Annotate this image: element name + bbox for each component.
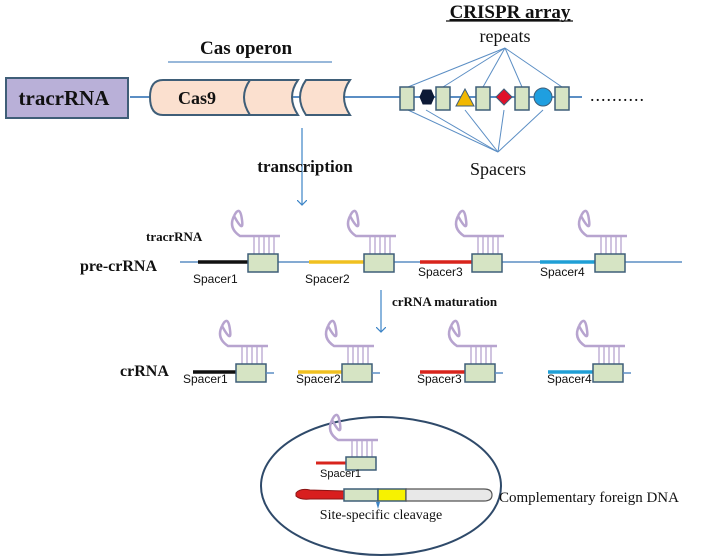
cleavage-spacer-label: Spacer1 <box>320 468 361 480</box>
maturation-step: crRNA maturation <box>381 290 498 332</box>
spacer3-label: Spacer3 <box>417 372 462 386</box>
repeat-box <box>594 253 626 273</box>
spacer-hexagon <box>419 89 435 105</box>
spacer3-label: Spacer3 <box>418 265 463 279</box>
cleavage-site-marker <box>376 502 380 509</box>
transcription-step: transcription <box>257 128 353 205</box>
spacer-connectors <box>407 109 544 153</box>
repeat-box <box>464 363 496 383</box>
tracrrna-hairpin <box>324 319 374 364</box>
spacer2-label: Spacer2 <box>305 272 350 286</box>
tracrrna-hairpin <box>575 319 625 364</box>
spacers-label: Spacers <box>470 159 526 179</box>
repeats-label: repeats <box>480 26 531 46</box>
cas-gene-3 <box>299 79 352 116</box>
repeat-connectors <box>407 47 563 88</box>
crispr-array-title: CRISPR array <box>450 2 571 23</box>
tracrrna-hairpin <box>218 319 268 364</box>
spacer-triangle <box>455 87 475 107</box>
repeat-box <box>399 86 415 111</box>
spacer2-label: Spacer2 <box>296 372 341 386</box>
cas9-label: Cas9 <box>178 88 216 108</box>
maturation-label: crRNA maturation <box>392 294 498 309</box>
spacer-diamond <box>495 88 513 106</box>
repeat-box <box>554 86 570 111</box>
cleavage-panel: Spacer1 Site-specific cleavage Complemen… <box>260 413 679 556</box>
repeat-box <box>435 86 451 111</box>
crispr-locus: tracrRNA Cas operon Cas9 CRISPR array re… <box>5 2 645 179</box>
repeat-box <box>475 86 491 111</box>
cleavage-site-label: Site-specific cleavage <box>320 508 442 523</box>
tracrrna-hairpin <box>454 209 504 254</box>
cas-gene-2 <box>243 79 300 116</box>
tracrrna-hairpin <box>328 413 378 458</box>
foreign-dna-yellow <box>377 488 407 502</box>
tracrrna-label: tracrRNA <box>19 86 111 110</box>
spacer4-label: Spacer4 <box>547 372 592 386</box>
repeat-box <box>471 253 503 273</box>
foreign-dna-label: Complementary foreign DNA <box>499 490 679 506</box>
crrna-label: crRNA <box>120 363 169 380</box>
foreign-dna-red <box>295 488 345 500</box>
repeat-box <box>345 456 377 471</box>
repeat-box <box>247 253 279 273</box>
foreign-dna-gray <box>405 488 493 502</box>
tracrrna-box <box>5 77 129 119</box>
tracrrna-small-label: tracrRNA <box>146 229 203 244</box>
repeat-box <box>235 363 267 383</box>
cleavage-ellipse <box>260 416 502 556</box>
repeat-box <box>363 253 395 273</box>
cas-operon-label: Cas operon <box>200 38 292 59</box>
tracrrna-hairpin <box>577 209 627 254</box>
transcription-label: transcription <box>257 157 353 176</box>
spacer-circle <box>533 87 553 107</box>
spacer1-label: Spacer1 <box>183 372 228 386</box>
pre-crrna-label: pre-crRNA <box>80 258 157 275</box>
array-ellipsis: .......... <box>590 85 645 105</box>
crrna-row: crRNA Spacer1 Spacer2 Spacer3 <box>120 319 631 386</box>
repeat-box <box>592 363 624 383</box>
tracrrna-hairpin <box>346 209 396 254</box>
foreign-dna-green <box>343 488 379 502</box>
repeat-box <box>341 363 373 383</box>
tracrrna-hairpin <box>447 319 497 364</box>
spacer4-label: Spacer4 <box>540 265 585 279</box>
spacer1-label: Spacer1 <box>193 272 238 286</box>
pre-crrna-row: pre-crRNA tracrRNA Spacer1 Spacer2 <box>80 209 682 286</box>
repeat-box <box>514 86 530 111</box>
tracrrna-hairpin <box>230 209 280 254</box>
